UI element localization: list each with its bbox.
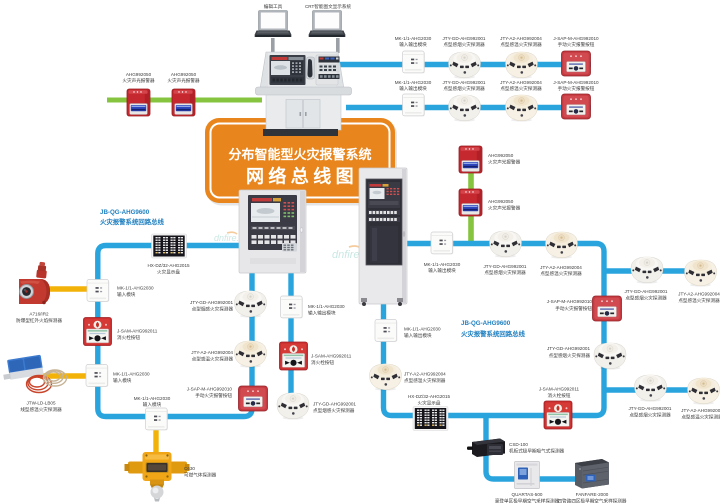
svg-text:J-SAM-AHG992011: J-SAM-AHG992011	[311, 354, 352, 359]
svg-text:输入输出模块: 输入输出模块	[399, 41, 427, 48]
svg-text:点型感烟火灾探测器: 点型感烟火灾探测器	[629, 412, 671, 419]
svg-text:火灾显示盘: 火灾显示盘	[157, 269, 180, 276]
svg-text:JTY-GD-AHG992001: JTY-GD-AHG992001	[313, 402, 356, 407]
svg-text:JTY-A2-AHG992004: JTY-A2-AHG992004	[500, 36, 542, 41]
svg-text:J-SAM-AHG992011: J-SAM-AHG992011	[539, 387, 580, 392]
svg-text:JTY-A2-AHG992004: JTY-A2-AHG992004	[500, 80, 542, 85]
svg-text:JTY-A2-AHG992004: JTY-A2-AHG992004	[678, 292, 720, 297]
svg-text:点型感温火灾探测器: 点型感温火灾探测器	[500, 85, 542, 92]
svg-text:CRT智能图文显示系统: CRT智能图文显示系统	[305, 3, 352, 10]
svg-text:火灾声光报警器: 火灾声光报警器	[122, 77, 155, 84]
svg-text:点型感温火灾探测器: 点型感温火灾探测器	[404, 377, 446, 384]
svg-text:JTY-GD-AHG992001: JTY-GD-AHG992001	[443, 80, 486, 85]
svg-text:JTY-GD-AHG992001: JTY-GD-AHG992001	[484, 264, 527, 269]
svg-text:JTW-LD-LB05: JTW-LD-LB05	[26, 401, 55, 406]
svg-text:点型感温火灾探测器: 点型感温火灾探测器	[540, 270, 582, 277]
svg-text:MK-1/1-AHG2030: MK-1/1-AHG2030	[113, 372, 150, 377]
svg-text:点型烟感火灾探测器: 点型烟感火灾探测器	[313, 407, 355, 414]
svg-text:输入输出模块: 输入输出模块	[404, 332, 432, 339]
svg-text:消火栓按钮: 消火栓按钮	[117, 334, 140, 341]
svg-text:输入输出模块: 输入输出模块	[308, 310, 336, 317]
svg-text:JTY-A2-AHG992004: JTY-A2-AHG992004	[681, 408, 720, 413]
svg-text:QUARTAS-500: QUARTAS-500	[512, 492, 543, 497]
svg-text:可燃气体探测器: 可燃气体探测器	[184, 472, 217, 479]
svg-text:点型感温火灾探测器: 点型感温火灾探测器	[192, 356, 234, 363]
svg-text:豪登单区极早期空气采样探测器: 豪登单区极早期空气采样探测器	[495, 498, 560, 503]
svg-text:MK-1/1-AHG2030: MK-1/1-AHG2030	[117, 286, 154, 291]
svg-text:MK-1/1-AHG2030: MK-1/1-AHG2030	[424, 262, 461, 267]
svg-text:防爆型红外火焰探测器: 防爆型红外火焰探测器	[16, 317, 62, 324]
svg-text:输入模块: 输入模块	[143, 401, 162, 408]
svg-text:A716/IR2: A716/IR2	[29, 312, 49, 317]
svg-text:点型感烟火灾探测器: 点型感烟火灾探测器	[549, 352, 591, 359]
svg-text:消火栓按钮: 消火栓按钮	[311, 359, 334, 366]
svg-text:消火栓按钮: 消火栓按钮	[548, 392, 571, 399]
svg-text:点型感烟火灾探测器: 点型感烟火灾探测器	[625, 295, 667, 302]
svg-text:点型烟感火灾探测器: 点型烟感火灾探测器	[192, 306, 234, 313]
svg-text:HX-DZ/32-AHG2015: HX-DZ/32-AHG2015	[408, 394, 451, 399]
svg-text:JTY-A2-AHG992004: JTY-A2-AHG992004	[540, 265, 582, 270]
svg-text:J-SAP-M-AHG992010: J-SAP-M-AHG992010	[547, 299, 593, 304]
svg-text:手动火灾报警按钮: 手动火灾报警按钮	[555, 305, 592, 312]
svg-text:点型感烟火灾探测器: 点型感烟火灾探测器	[484, 269, 526, 276]
svg-text:火灾报警系统回路总线: 火灾报警系统回路总线	[100, 217, 165, 226]
svg-text:点型感烟火灾探测器: 点型感烟火灾探测器	[443, 41, 485, 48]
svg-text:分布智能型火灾报警系统: 分布智能型火灾报警系统	[228, 147, 371, 162]
svg-text:JTY-GD-AHG992001: JTY-GD-AHG992001	[629, 406, 672, 411]
svg-text:编辑工具: 编辑工具	[264, 3, 283, 10]
svg-text:火灾声光报警器: 火灾声光报警器	[167, 77, 200, 84]
svg-text:手动火灾报警按钮: 手动火灾报警按钮	[558, 41, 595, 48]
svg-text:火灾报警系统回路总线: 火灾报警系统回路总线	[461, 329, 526, 338]
svg-text:MK-1/1-AHG2030: MK-1/1-AHG2030	[395, 80, 432, 85]
svg-text:MK-1/1-AHG2030: MK-1/1-AHG2030	[404, 327, 441, 332]
svg-text:AHG992050: AHG992050	[488, 199, 514, 204]
svg-text:dnfire.cn: dnfire.cn	[214, 233, 249, 243]
svg-text:点型感温火灾探测器: 点型感温火灾探测器	[500, 41, 542, 48]
svg-text:输入输出模块: 输入输出模块	[428, 267, 456, 274]
svg-text:JTY-A2-AHG992004: JTY-A2-AHG992004	[404, 372, 446, 377]
svg-text:AHG992050: AHG992050	[171, 72, 197, 77]
svg-text:火灾声光报警器: 火灾声光报警器	[488, 159, 521, 166]
svg-text:AHG992050: AHG992050	[126, 72, 152, 77]
svg-text:JTY-A2-AHG992004: JTY-A2-AHG992004	[191, 350, 233, 355]
svg-text:JB-QG-AHG9600: JB-QG-AHG9600	[100, 209, 150, 216]
svg-text:火灾显示盘: 火灾显示盘	[418, 400, 441, 407]
svg-text:HX-DZ/32-AHG2015: HX-DZ/32-AHG2015	[147, 263, 190, 268]
svg-text:线型感温火灾探测器: 线型感温火灾探测器	[20, 406, 62, 413]
svg-text:机柜式极早期吸气式探测器: 机柜式极早期吸气式探测器	[509, 448, 565, 455]
svg-text:MK-1/1-AHG2030: MK-1/1-AHG2030	[395, 36, 432, 41]
svg-text:C630: C630	[184, 466, 195, 471]
svg-text:JB-QG-AHG9600: JB-QG-AHG9600	[461, 320, 511, 327]
svg-text:手动火灾报警按钮: 手动火灾报警按钮	[195, 392, 232, 399]
svg-text:MK-1/1-AHG2030: MK-1/1-AHG2030	[134, 396, 171, 401]
svg-text:MK-1/1-AHG2030: MK-1/1-AHG2030	[308, 304, 345, 309]
svg-text:CSD-100: CSD-100	[509, 442, 528, 447]
svg-text:四管路四区极早期空气采样探测器: 四管路四区极早期空气采样探测器	[558, 498, 627, 503]
svg-text:点型感温火灾探测器: 点型感温火灾探测器	[678, 297, 720, 304]
svg-text:点型感烟火灾探测器: 点型感烟火灾探测器	[443, 85, 485, 92]
svg-text:J-SAP-M-AHG992010: J-SAP-M-AHG992010	[553, 80, 599, 85]
svg-text:AHG992050: AHG992050	[488, 153, 514, 158]
svg-text:JTY-GD-AHG992001: JTY-GD-AHG992001	[443, 36, 486, 41]
svg-text:输入模块: 输入模块	[113, 377, 132, 384]
svg-text:输入模块: 输入模块	[117, 291, 136, 298]
svg-text:JTY-GD-AHG992001: JTY-GD-AHG992001	[547, 346, 590, 351]
svg-text:点型感温火灾探测器: 点型感温火灾探测器	[681, 414, 720, 421]
svg-text:JTY-GD-AHG992001: JTY-GD-AHG992001	[625, 289, 668, 294]
svg-text:FANFARE-2000: FANFARE-2000	[576, 492, 609, 497]
svg-text:手动火灾报警按钮: 手动火灾报警按钮	[558, 85, 595, 92]
svg-text:J-SAM-AHG992011: J-SAM-AHG992011	[117, 329, 158, 334]
svg-text:网络总线图: 网络总线图	[246, 166, 358, 187]
svg-text:火灾声光报警器: 火灾声光报警器	[488, 205, 521, 212]
svg-text:JTY-GD-AHG992001: JTY-GD-AHG992001	[190, 300, 233, 305]
svg-text:输入输出模块: 输入输出模块	[399, 85, 427, 92]
svg-text:J-SAP-M-AHG992010: J-SAP-M-AHG992010	[187, 387, 233, 392]
svg-text:J-SAP-M-AHG992010: J-SAP-M-AHG992010	[553, 36, 599, 41]
